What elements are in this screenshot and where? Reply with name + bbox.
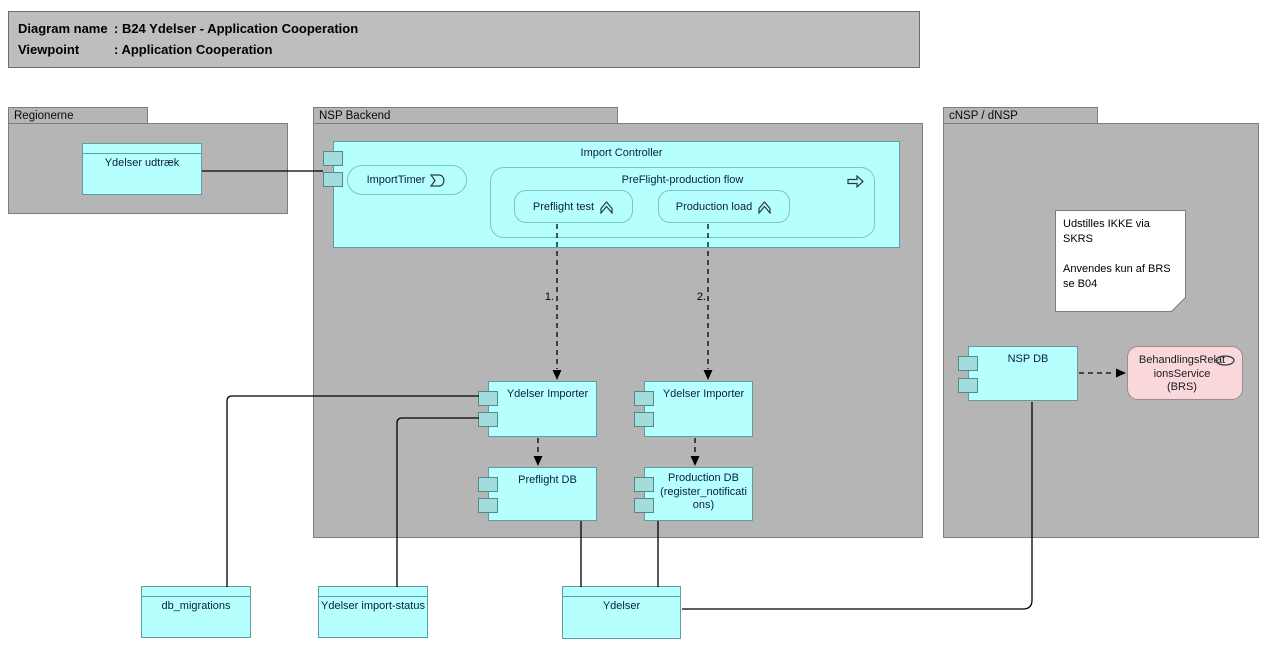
node-label: Ydelser udtræk: [104, 157, 180, 169]
component-prong: [634, 412, 654, 427]
node-preflight-db[interactable]: Preflight DB: [478, 467, 597, 521]
data-object-band: [142, 587, 250, 597]
component-prong: [323, 172, 343, 187]
node-label: Production DB (register_notifications): [660, 472, 747, 511]
node-label: db_migrations: [161, 600, 231, 612]
node-label: Import Controller: [580, 147, 663, 159]
node-ydelser-importer-2[interactable]: Ydelser Importer: [634, 381, 753, 437]
node-label: Production load: [675, 200, 753, 213]
node-ydelser-importer-1[interactable]: Ydelser Importer: [478, 381, 597, 437]
service-oval-icon: [1215, 355, 1235, 366]
data-object-band: [563, 587, 680, 597]
component-prong: [478, 391, 498, 406]
component-prong: [634, 477, 654, 492]
function-icon: [600, 200, 613, 214]
node-label: NSP DB: [1007, 353, 1049, 365]
component-prong: [634, 498, 654, 513]
node-label: Preflight DB: [518, 474, 577, 486]
component-prong: [478, 477, 498, 492]
node-label: PreFlight-production flow: [621, 174, 744, 186]
node-ydelser-udtraek[interactable]: Ydelser udtræk: [82, 143, 202, 195]
component-prong: [478, 498, 498, 513]
node-behandlingsrelationsservice-brs[interactable]: BehandlingsRelationsService (BRS): [1127, 346, 1243, 400]
node-label: ImportTimer: [366, 174, 426, 186]
folded-corner-icon: [1171, 297, 1186, 312]
node-label: Ydelser: [602, 600, 641, 612]
node-production-load[interactable]: Production load: [658, 190, 790, 223]
node-preflight-test[interactable]: Preflight test: [514, 190, 633, 223]
component-prong: [958, 356, 978, 371]
node-production-db[interactable]: Production DB (register_notifications): [634, 467, 753, 521]
group-tab-regionerne[interactable]: Regionerne: [8, 107, 148, 124]
node-db-migrations[interactable]: db_migrations: [141, 586, 251, 638]
event-icon: [430, 173, 445, 187]
node-label: Ydelser Importer: [506, 388, 589, 400]
node-ydelser-import-status[interactable]: Ydelser import-status: [318, 586, 428, 638]
note-line: [1063, 247, 1181, 262]
note-line: Udstilles IKKE via SKRS: [1063, 218, 1150, 245]
title-label: Viewpoint: [18, 42, 80, 57]
note[interactable]: Udstilles IKKE via SKRS Anvendes kun af …: [1055, 210, 1186, 312]
component-prong: [634, 391, 654, 406]
group-body-cnsp-dnsp[interactable]: [943, 123, 1259, 538]
data-object-band: [319, 587, 427, 597]
node-label: Ydelser Importer: [662, 388, 745, 400]
group-tab-nsp-backend[interactable]: NSP Backend: [313, 107, 618, 124]
title-row-viewpoint: Viewpoint : Application Cooperation: [18, 39, 919, 60]
node-label: BehandlingsRelationsService (BRS): [1138, 354, 1226, 393]
component-prong: [478, 412, 498, 427]
title-value: : Application Cooperation: [114, 42, 273, 57]
component-prong: [958, 378, 978, 393]
note-line: Anvendes kun af BRS: [1063, 263, 1171, 275]
node-nsp-db[interactable]: NSP DB: [958, 346, 1078, 401]
edge-label-step2: 2.: [696, 291, 706, 303]
function-icon: [758, 200, 771, 214]
title-value: : B24 Ydelser - Application Cooperation: [114, 21, 359, 36]
note-line: se B04: [1063, 278, 1098, 290]
node-label: Preflight test: [532, 200, 595, 213]
edge-label-step1: 1.: [544, 291, 554, 303]
process-arrow-icon: [847, 175, 864, 188]
component-prong: [323, 151, 343, 166]
group-tab-cnsp-dnsp[interactable]: cNSP / dNSP: [943, 107, 1098, 124]
title-label: Diagram name: [18, 21, 108, 36]
node-ydelser[interactable]: Ydelser: [562, 586, 681, 639]
diagram-title-box: Diagram name : B24 Ydelser - Application…: [8, 11, 920, 68]
title-row-diagram-name: Diagram name : B24 Ydelser - Application…: [18, 18, 919, 39]
node-import-timer[interactable]: ImportTimer: [347, 165, 467, 195]
node-label: Ydelser import-status: [321, 600, 425, 612]
data-object-band: [83, 144, 201, 154]
